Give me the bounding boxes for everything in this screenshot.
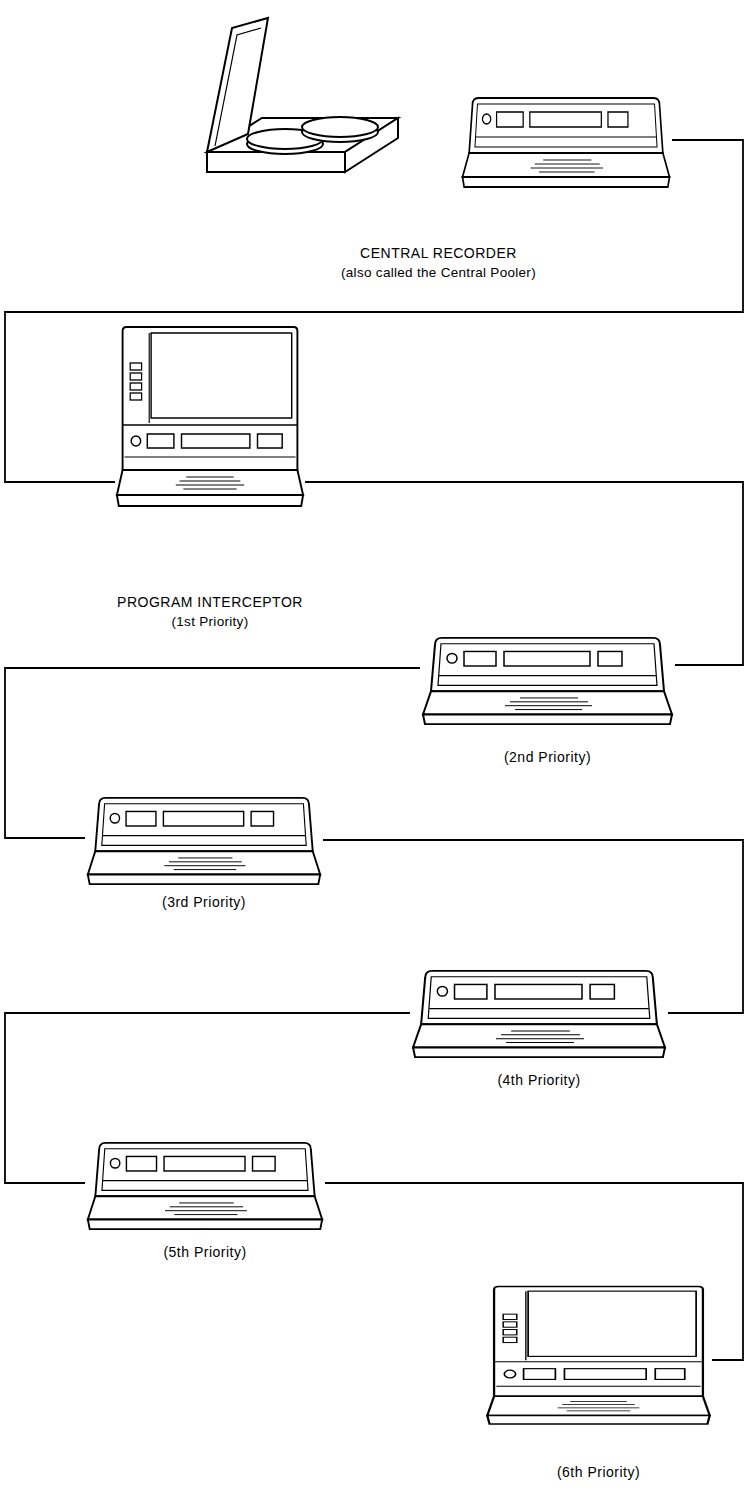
display-terminal-drawing (117, 327, 303, 506)
tape-unit (207, 18, 398, 172)
cable-connector (5, 1013, 410, 1183)
unit-caption: (1st Priority) (172, 612, 249, 632)
equipment-unit: (3rd Priority) (85, 795, 323, 912)
terminal-drawing (462, 98, 669, 187)
unit-caption: (2nd Priority) (504, 747, 591, 767)
cable-connector (323, 840, 743, 1013)
unit-caption: (3rd Priority) (162, 892, 246, 912)
equipment-unit: CENTRAL RECORDER(also called the Central… (205, 25, 672, 283)
equipment-unit: (2nd Priority) (420, 635, 675, 767)
cable-connector (305, 482, 743, 665)
unit-caption: (4th Priority) (497, 1070, 580, 1090)
terminal-drawing (423, 638, 672, 724)
unit-caption: (6th Priority) (557, 1462, 640, 1482)
equipment-unit: (4th Priority) (410, 968, 668, 1090)
cable-connector (5, 668, 420, 838)
display-terminal-drawing (487, 1287, 709, 1424)
unit-caption: (also called the Central Pooler) (341, 263, 536, 283)
equipment-unit: PROGRAM INTERCEPTOR(1st Priority) (115, 325, 305, 632)
cable-connector (325, 1183, 743, 1360)
unit-name: PROGRAM INTERCEPTOR (117, 592, 303, 612)
terminal-drawing (413, 971, 665, 1057)
terminal-drawing (88, 1143, 322, 1229)
equipment-unit: (5th Priority) (85, 1140, 325, 1262)
cable-connector (5, 140, 743, 482)
unit-caption: (5th Priority) (163, 1242, 246, 1262)
equipment-unit: (6th Priority) (485, 1285, 712, 1482)
terminal-drawing (88, 798, 320, 884)
unit-name: CENTRAL RECORDER (360, 243, 517, 263)
